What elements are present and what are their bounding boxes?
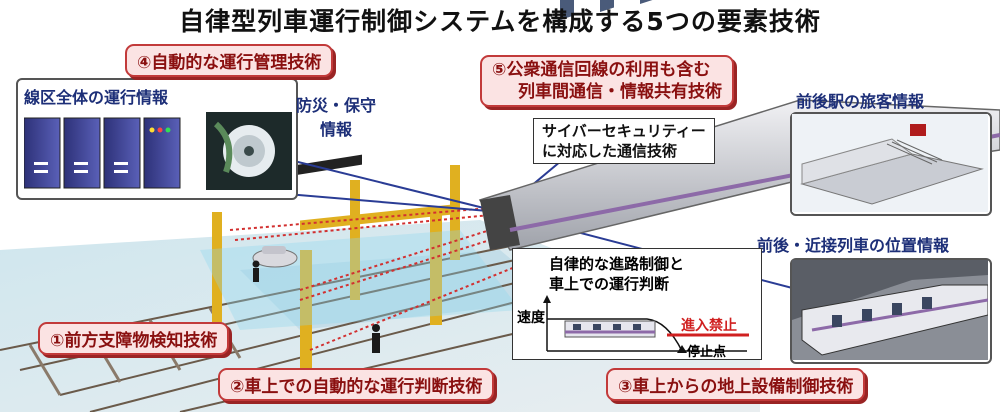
no-entry-label: 進入禁止 — [681, 318, 737, 334]
tech-1-label: ①前方支障物検知技術 — [38, 322, 230, 355]
tech-5-label: ⑤公衆通信回線の利用も含む 列車間通信・情報共有技術 — [480, 55, 734, 107]
cybersecurity-line-2: に対応した通信技術 — [542, 142, 678, 160]
tech-4-label: ④自動的な運行管理技術 — [125, 44, 334, 77]
communication-lines — [229, 207, 521, 351]
tech-5-line-1: ⑤公衆通信回線の利用も含む — [492, 60, 711, 80]
operation-info-label: 線区全体の運行情報 — [24, 88, 169, 107]
page-title: 自律型列車運行制御システムを構成する5つの要素技術 — [179, 7, 821, 36]
cybersecurity-callout: サイバーセキュリティー に対応した通信技術 — [533, 118, 715, 164]
platform — [240, 250, 560, 330]
typhoon-satellite-icon — [206, 112, 292, 190]
car — [252, 246, 298, 268]
server-icon — [24, 117, 181, 189]
train-position-label: 前後・近接列車の位置情報 — [757, 236, 950, 255]
cybersecurity-line-1: サイバーセキュリティー — [542, 122, 706, 140]
route-control-panel: 自律的な進路制御と 車上での運行判断 速度 進入禁止 停止点 — [512, 248, 762, 360]
people — [252, 260, 380, 353]
tech-2-label: ②車上での自動的な運行判断技術 — [218, 368, 495, 401]
station-passenger-label: 前後駅の旅客情報 — [796, 92, 925, 111]
nearby-train-image-panel — [790, 258, 992, 364]
speed-axis-label: 速度 — [517, 310, 545, 326]
station-image-panel — [790, 112, 992, 216]
route-control-line-2: 車上での運行判断 — [549, 275, 670, 293]
route-control-line-1: 自律的な進路制御と — [549, 255, 685, 273]
tech-5-line-2: 列車間通信・情報共有技術 — [518, 82, 722, 102]
tech-3-label: ③車上からの地上設備制御技術 — [606, 368, 866, 401]
disaster-info-label-1: 防災・保守 — [296, 96, 377, 115]
operation-info-panel: 線区全体の運行情報 — [16, 78, 298, 200]
disaster-info-label-2: 情報 — [320, 120, 353, 139]
station-platform-icon — [792, 114, 988, 212]
speed-profile-graph — [543, 295, 749, 353]
stop-point-label: 停止点 — [687, 345, 727, 360]
nearby-train-icon — [792, 260, 989, 360]
